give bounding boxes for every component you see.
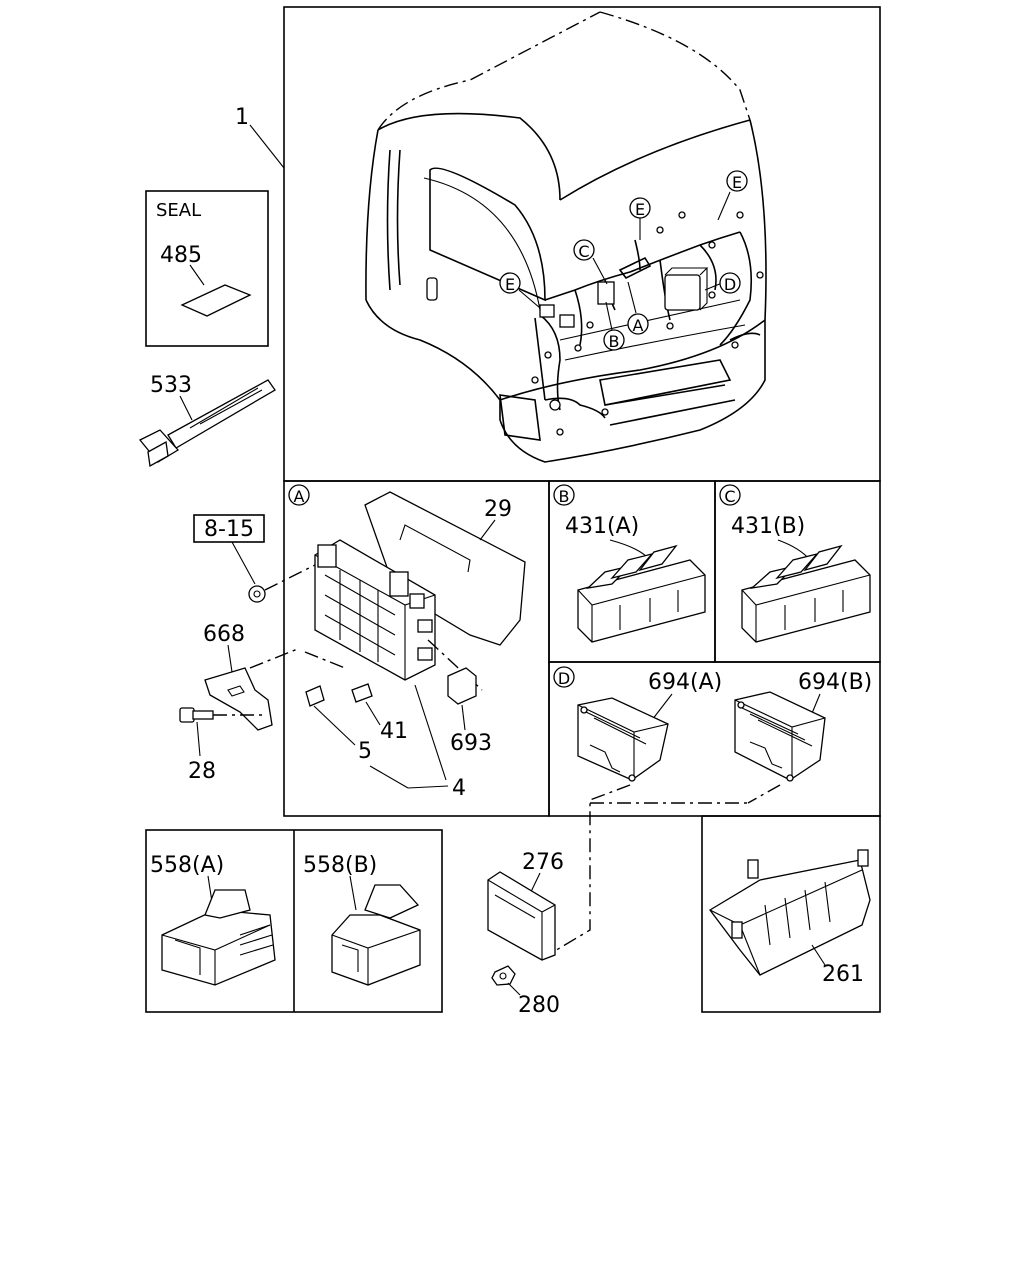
callout-e-right: E: [732, 173, 742, 192]
panel-d-connectors-694: D 694(A) 694(B): [547, 666, 872, 956]
part-5-label: 5: [358, 739, 372, 764]
part-668-label: 668: [203, 622, 245, 647]
seal-title: SEAL: [156, 200, 201, 221]
tray-261: 261: [709, 849, 871, 987]
callout-c: C: [578, 242, 589, 261]
part-29-label: 29: [484, 497, 512, 522]
part-533-label: 533: [150, 373, 192, 398]
callout-d: D: [724, 275, 736, 294]
part-1-leader: 1: [235, 105, 285, 169]
callout-e-middle: E: [635, 200, 645, 219]
panel-a-relay-box: A 29 41 693 5 4: [288, 484, 526, 801]
cab-callouts: E C B A E E D: [499, 170, 748, 351]
panel-b-relay-431a: B 431(A): [553, 484, 706, 643]
part-261-label: 261: [822, 962, 864, 987]
truck-cab-illustration: [365, 11, 767, 463]
part-41-label: 41: [380, 719, 408, 744]
part-558b-label: 558(B): [303, 853, 377, 878]
part-28-label: 28: [188, 759, 216, 784]
part-276-label: 276: [522, 850, 564, 875]
panel-c-relay-431b: C 431(B): [719, 484, 871, 643]
reference-8-15: 8-15: [193, 514, 316, 603]
reference-8-15-label: 8-15: [204, 517, 254, 542]
callout-b: B: [609, 332, 620, 351]
module-276-and-nut-280: 276 280: [487, 850, 564, 1018]
connectors-558: 558(A) 558(B): [150, 853, 421, 986]
panel-a-marker: A: [294, 487, 305, 506]
part-694a-label: 694(A): [648, 670, 722, 695]
part-694b-label: 694(B): [798, 670, 872, 695]
part-4-label: 4: [452, 776, 466, 801]
cable-tie: 533: [138, 373, 276, 468]
part-485-label: 485: [160, 243, 202, 268]
part-431b-label: 431(B): [731, 514, 805, 539]
panel-frames: [145, 6, 881, 1013]
callout-e-left: E: [505, 275, 515, 294]
part-558a-label: 558(A): [150, 853, 224, 878]
part-280-label: 280: [518, 993, 560, 1018]
panel-c-marker: C: [724, 487, 735, 506]
panel-d-marker: D: [558, 669, 570, 688]
panel-b-marker: B: [559, 487, 570, 506]
bracket-668-and-bolt-28: 668 28: [179, 622, 301, 784]
part-693-label: 693: [450, 731, 492, 756]
part-1-label: 1: [235, 105, 249, 130]
seal-box: SEAL 485: [156, 200, 252, 317]
callout-a: A: [633, 316, 644, 335]
part-431a-label: 431(A): [565, 514, 639, 539]
